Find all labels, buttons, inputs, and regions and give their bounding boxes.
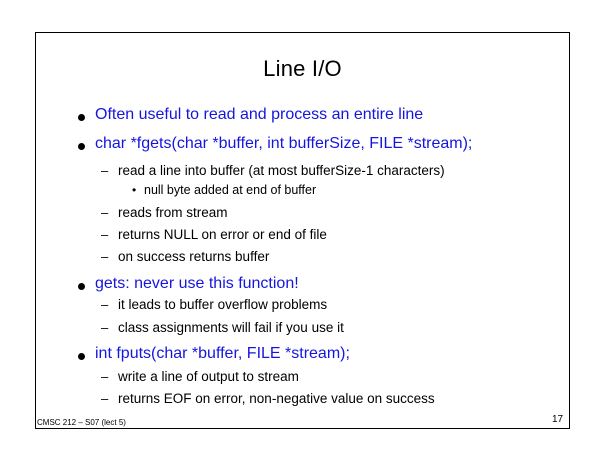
dash-marker: – bbox=[101, 249, 109, 264]
dash-marker: – bbox=[101, 227, 109, 242]
sub-item: it leads to buffer overflow problems bbox=[118, 297, 328, 312]
slide-title: Line I/O bbox=[263, 56, 342, 81]
bullet-dot bbox=[78, 114, 85, 121]
page-number: 17 bbox=[552, 414, 564, 425]
bullet-dot bbox=[78, 283, 85, 290]
bullet-item: gets: never use this function! bbox=[95, 275, 299, 292]
sub-item: reads from stream bbox=[118, 205, 228, 220]
dash-marker: – bbox=[101, 163, 109, 178]
sub-sub-item: null byte added at end of buffer bbox=[144, 183, 317, 197]
sub-item: write a line of output to stream bbox=[118, 369, 299, 384]
bullet-item: int fputs(char *buffer, FILE *stream); bbox=[95, 345, 350, 362]
bullet-item: char *fgets(char *buffer, int bufferSize… bbox=[95, 135, 473, 152]
course-footer: CMSC 212 – S07 (lect 5) bbox=[37, 418, 126, 427]
sub-item: returns NULL on error or end of file bbox=[118, 227, 327, 242]
sub-item: on success returns buffer bbox=[118, 249, 270, 264]
dash-marker: – bbox=[101, 205, 109, 220]
dash-marker: – bbox=[101, 297, 109, 312]
bullet-dot bbox=[78, 143, 85, 150]
dot-marker: • bbox=[132, 183, 137, 197]
slide-frame bbox=[35, 32, 570, 429]
bullet-dot bbox=[78, 353, 85, 360]
dash-marker: – bbox=[101, 369, 109, 384]
sub-item: class assignments will fail if you use i… bbox=[118, 320, 344, 335]
sub-item: returns EOF on error, non-negative value… bbox=[118, 391, 435, 406]
bullet-item: Often useful to read and process an enti… bbox=[95, 106, 424, 123]
dash-marker: – bbox=[101, 320, 109, 335]
sub-item: read a line into buffer (at most bufferS… bbox=[118, 163, 445, 178]
dash-marker: – bbox=[101, 391, 109, 406]
